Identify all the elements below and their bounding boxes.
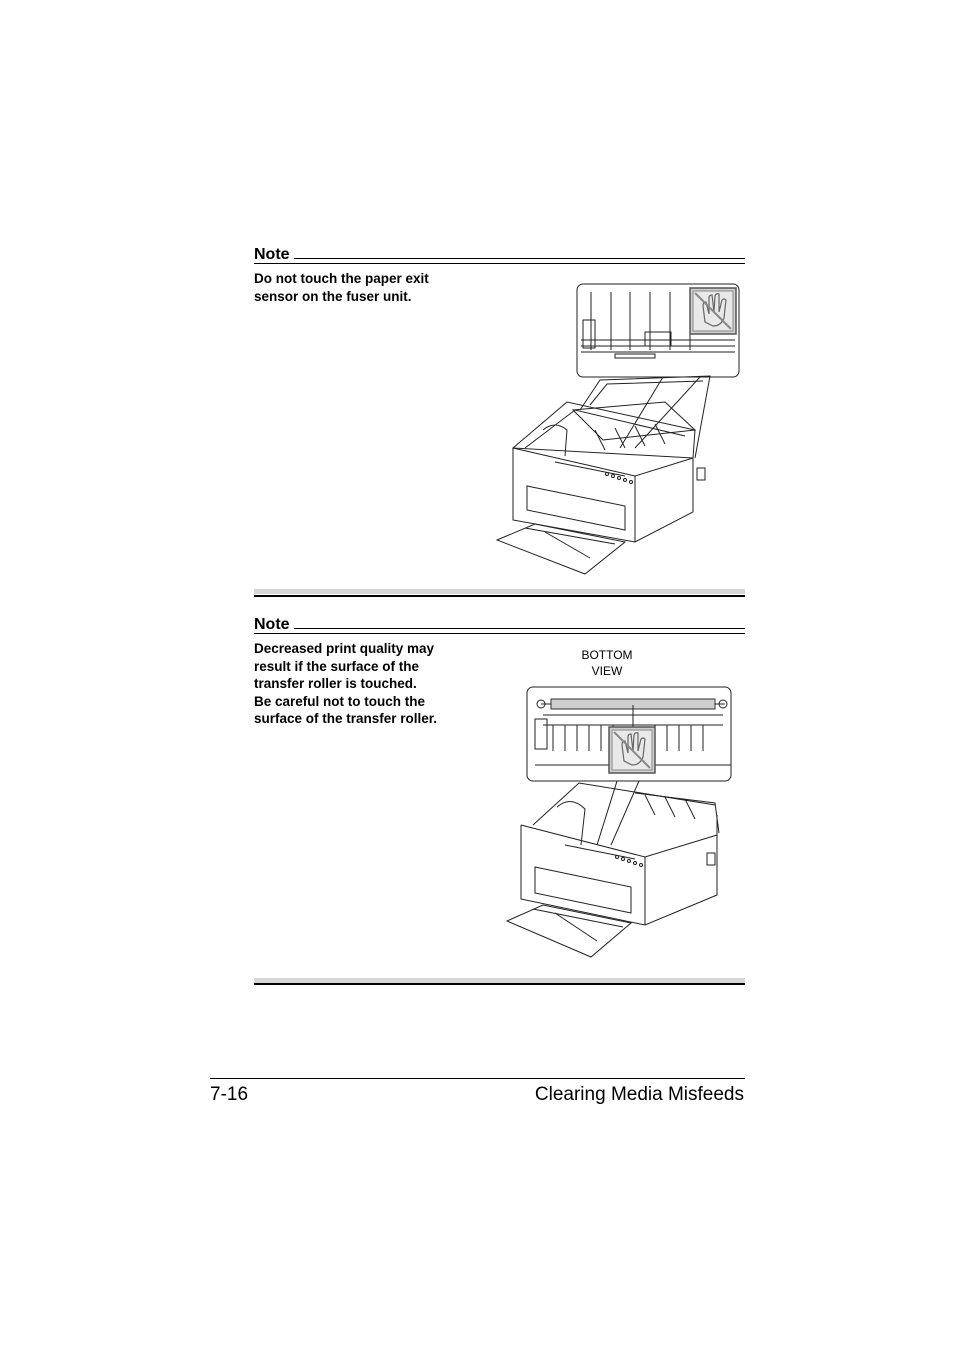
- note-title: Note: [254, 246, 290, 263]
- note-text: Decreased print quality may result if th…: [254, 641, 438, 726]
- printer-transfer-roller-illustration: [505, 685, 740, 965]
- section-title: Clearing Media Misfeeds: [534, 1084, 744, 1105]
- note-1: Note Do not touch the paper exit sensor …: [254, 246, 745, 598]
- divider: [294, 258, 745, 259]
- footer-divider: [210, 1078, 745, 1079]
- divider: [254, 978, 745, 983]
- note-2: Note Decreased print quality may result …: [254, 616, 745, 986]
- note-text: Do not touch the paper exit sensor on th…: [254, 271, 429, 304]
- divider: [254, 595, 745, 597]
- divider: [254, 983, 745, 985]
- divider: [254, 589, 745, 594]
- printer-fuser-illustration: [495, 280, 745, 580]
- do-not-touch-hand-icon: [689, 287, 737, 335]
- bottom-view-label: BOTTOM VIEW: [581, 648, 633, 678]
- divider: [254, 263, 745, 264]
- page-number: 7-16: [210, 1084, 249, 1105]
- divider: [294, 628, 745, 629]
- do-not-touch-hand-icon: [608, 726, 656, 774]
- note-title: Note: [254, 616, 290, 633]
- divider: [254, 633, 745, 634]
